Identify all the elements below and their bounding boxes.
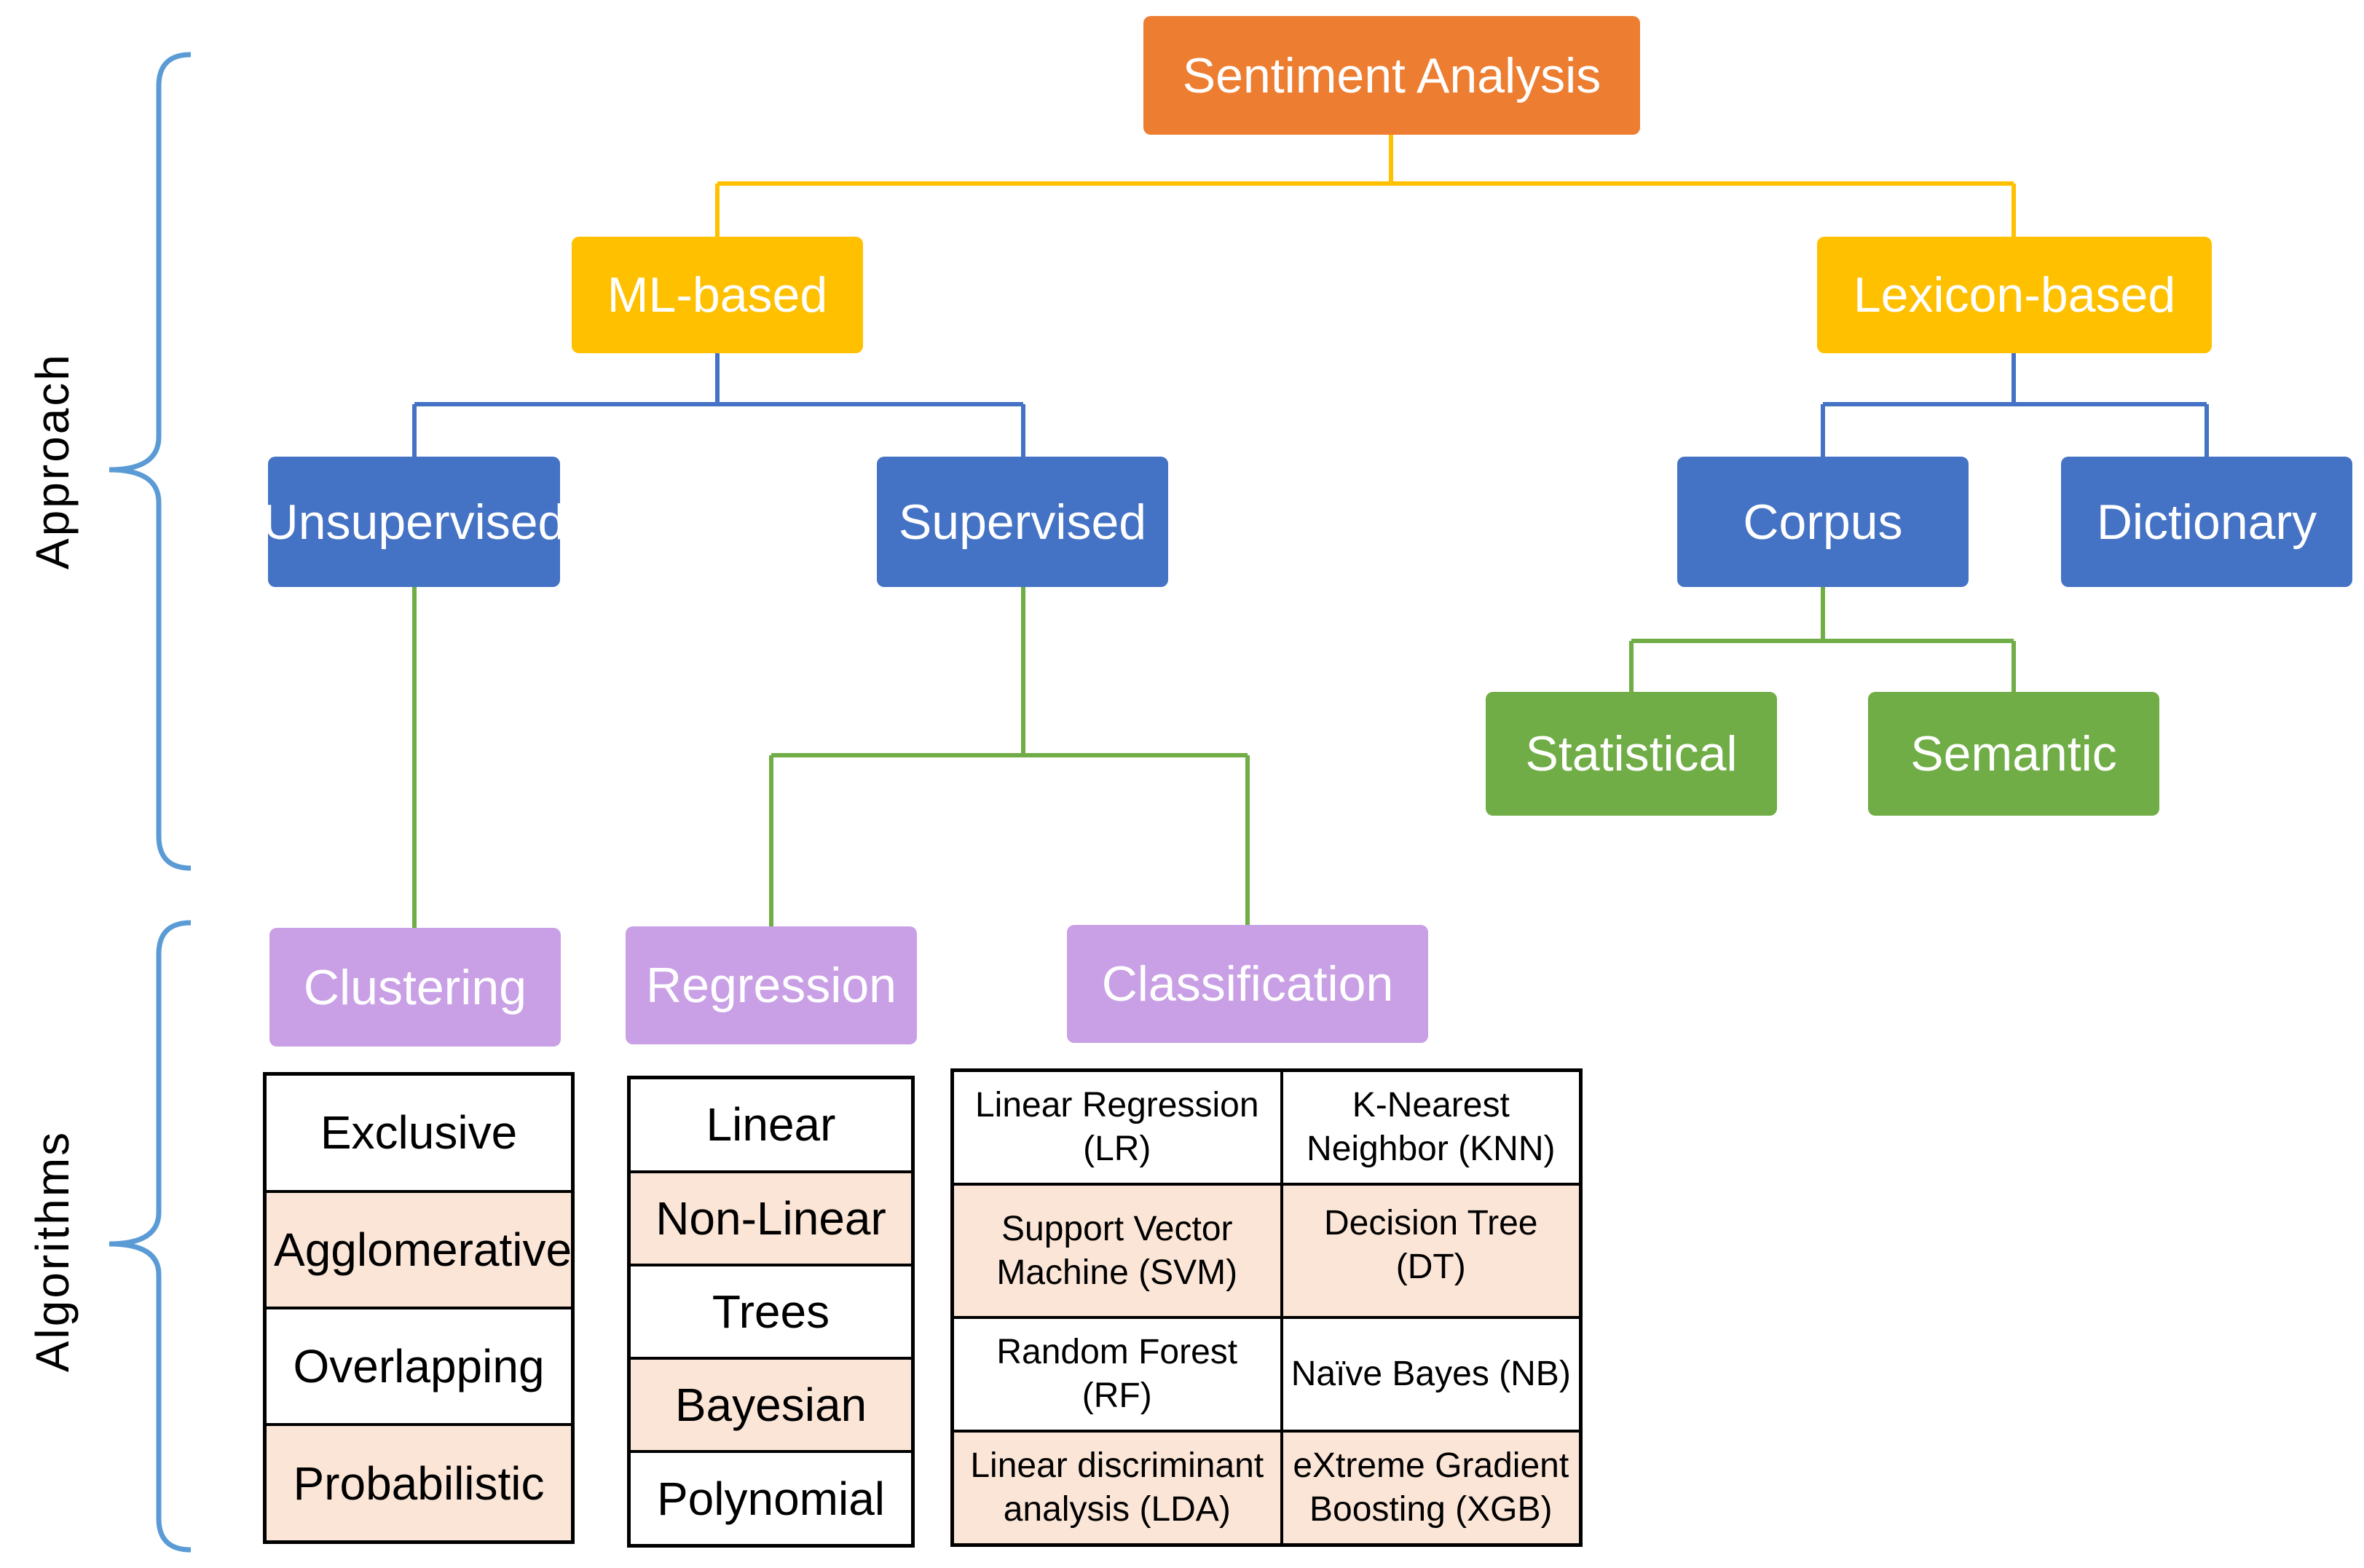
classification-item: Naïve Bayes (NB) bbox=[1280, 1316, 1583, 1433]
node-corpus: Corpus bbox=[1677, 457, 1969, 587]
regression-table: Linear Non-Linear Trees Bayesian Polynom… bbox=[627, 1076, 915, 1548]
classification-item: Linear Regression (LR) bbox=[950, 1068, 1283, 1186]
algorithms-bracket bbox=[109, 920, 192, 1553]
node-supervised: Supervised bbox=[877, 457, 1168, 587]
connector-lexicon-based bbox=[1821, 353, 2209, 457]
node-dictionary: Dictionary bbox=[2061, 457, 2352, 587]
node-unsupervised: Unsupervised bbox=[263, 457, 565, 587]
connector-corpus bbox=[1629, 587, 2016, 692]
regression-item: Linear bbox=[627, 1076, 915, 1173]
regression-item: Polynomial bbox=[627, 1450, 915, 1548]
node-statistical: Statistical bbox=[1486, 692, 1777, 816]
connector-root bbox=[715, 135, 2016, 237]
classification-table: Linear Regression (LR) K-Nearest Neighbo… bbox=[950, 1068, 1583, 1547]
node-lexicon-based: Lexicon-based bbox=[1817, 237, 2212, 353]
classification-item: eXtreme Gradient Boosting (XGB) bbox=[1280, 1430, 1583, 1547]
node-classification: Classification bbox=[1067, 925, 1428, 1043]
node-clustering: Clustering bbox=[269, 928, 561, 1047]
classification-item: K-Nearest Neighbor (KNN) bbox=[1280, 1068, 1583, 1186]
node-sentiment-analysis: Sentiment Analysis bbox=[1143, 16, 1640, 135]
clustering-item: Overlapping bbox=[263, 1306, 575, 1427]
regression-item: Trees bbox=[627, 1263, 915, 1360]
approach-label: Approach bbox=[26, 352, 79, 570]
node-ml-based: ML-based bbox=[572, 237, 863, 353]
classification-item: Decision Tree (DT) bbox=[1280, 1182, 1583, 1320]
clustering-item: Agglomerative bbox=[263, 1189, 575, 1309]
classification-item: Linear discriminant analysis (LDA) bbox=[950, 1430, 1283, 1547]
connector-supervised bbox=[769, 587, 1250, 926]
regression-item: Non-Linear bbox=[627, 1170, 915, 1266]
classification-item: Random Forest (RF) bbox=[950, 1316, 1283, 1433]
algorithms-label: Algorithms bbox=[26, 1130, 79, 1373]
regression-item: Bayesian bbox=[627, 1357, 915, 1454]
classification-item: Support Vector Machine (SVM) bbox=[950, 1182, 1283, 1320]
clustering-item: Exclusive bbox=[263, 1072, 575, 1193]
node-regression: Regression bbox=[626, 926, 917, 1044]
clustering-table: Exclusive Agglomerative Overlapping Prob… bbox=[263, 1072, 575, 1544]
connector-ml-based bbox=[412, 353, 1025, 457]
node-semantic: Semantic bbox=[1868, 692, 2159, 816]
clustering-item: Probabilistic bbox=[263, 1423, 575, 1544]
approach-bracket bbox=[109, 52, 192, 871]
